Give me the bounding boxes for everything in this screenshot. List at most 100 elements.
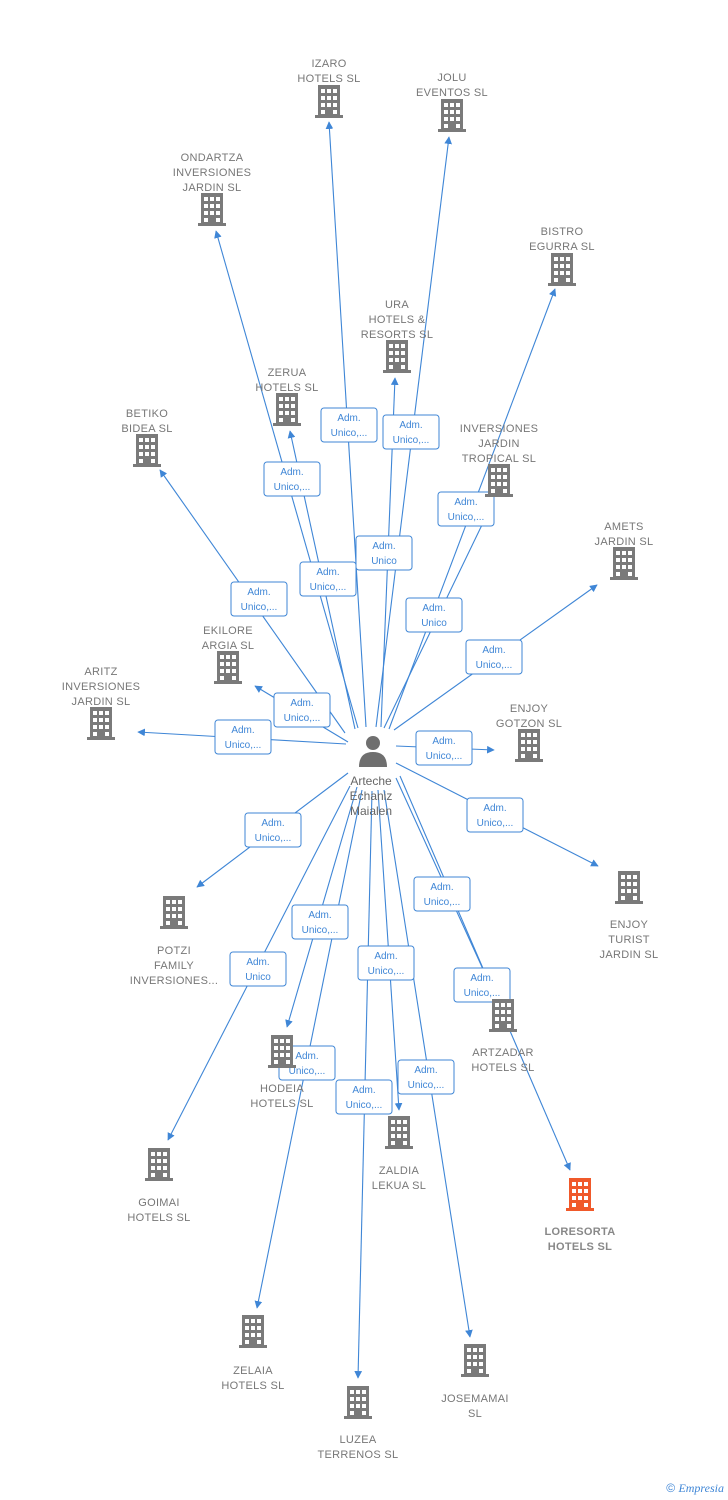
- company-node-goimai[interactable]: GOIMAI HOTELS SL: [127, 1148, 190, 1224]
- role-badge-luzea[interactable]: Adm.Unico,...: [335, 1079, 393, 1115]
- role-badge-aritz[interactable]: Adm.Unico,...: [214, 719, 272, 755]
- building-icon: [268, 1035, 296, 1068]
- role-badge-text: Adm.: [247, 587, 270, 598]
- company-label: BIDEA SL: [121, 423, 172, 435]
- building-icon: [383, 340, 411, 373]
- role-badge-bistro[interactable]: Adm.Unico,...: [437, 491, 495, 527]
- company-node-betiko[interactable]: BETIKO BIDEA SL: [121, 408, 172, 467]
- role-badge-frame: [273, 692, 331, 728]
- role-badge-frame: [214, 719, 272, 755]
- brand-logo[interactable]: Empresia: [678, 1481, 724, 1495]
- role-badge-frame: [335, 1079, 393, 1115]
- company-node-potzi[interactable]: POTZIFAMILYINVERSIONES...: [130, 896, 219, 987]
- company-label: HOTELS SL: [127, 1212, 190, 1224]
- role-badge-amets[interactable]: Adm.Unico,...: [465, 639, 523, 675]
- role-badge-text: Adm.: [308, 910, 331, 921]
- role-badge-frame: [453, 967, 511, 1003]
- role-badge-frame: [465, 639, 523, 675]
- role-badge-text: Unico,...: [424, 897, 461, 908]
- company-label: ARITZ: [84, 666, 117, 678]
- role-badge-enjoy_turist[interactable]: Adm.Unico,...: [466, 797, 524, 833]
- role-badge-text: Unico,...: [331, 428, 368, 439]
- role-badge-hodeia[interactable]: Adm. Unico,...: [291, 904, 349, 940]
- company-label: TERRENOS SL: [318, 1449, 399, 1461]
- role-badge-izaro[interactable]: Adm.Unico,...: [320, 407, 378, 443]
- role-badge-potzi[interactable]: Adm. Unico,...: [244, 812, 302, 848]
- role-badge-text: Unico,...: [255, 833, 292, 844]
- building-icon: [489, 999, 517, 1032]
- building-icon: [133, 434, 161, 467]
- role-badge-enjoy_gotzon[interactable]: Adm.Unico,...: [415, 730, 473, 766]
- company-label: ENJOY: [610, 919, 649, 931]
- role-badge-text: Unico,...: [368, 966, 405, 977]
- company-label: RESORTS SL: [361, 329, 434, 341]
- company-label: HOTELS SL: [221, 1380, 284, 1392]
- role-badge-text: Unico,...: [302, 925, 339, 936]
- company-label: JOSEMAMAI: [441, 1393, 509, 1405]
- building-icon: [198, 193, 226, 226]
- role-badge-text: Adm.: [430, 882, 453, 893]
- role-badge-inversiones_jardin[interactable]: Adm.Unico: [405, 597, 463, 633]
- company-label: EKILORE: [203, 625, 253, 637]
- copyright-mark: ©: [666, 1481, 676, 1495]
- building-icon: [485, 464, 513, 497]
- role-badge-ura[interactable]: Adm.Unico: [355, 535, 413, 571]
- company-label: FAMILY: [154, 960, 194, 972]
- role-badge-text: Adm.: [261, 818, 284, 829]
- company-label: JARDIN SL: [600, 949, 659, 961]
- company-label: GOIMAI: [138, 1197, 180, 1209]
- role-badge-frame: [355, 535, 413, 571]
- role-badge-text: Unico,...: [476, 660, 513, 671]
- role-badge-text: Adm.: [246, 957, 269, 968]
- company-label: GOTZON SL: [496, 718, 562, 730]
- role-badge-artzadar[interactable]: Adm. Unico,...: [413, 876, 471, 912]
- company-label: HOTELS SL: [297, 73, 360, 85]
- role-badge-text: Adm.: [432, 736, 455, 747]
- role-badge-text: Adm.: [483, 803, 506, 814]
- role-badge-betiko[interactable]: Adm.Unico,...: [230, 581, 288, 617]
- role-badge-goimai[interactable]: Adm.Unico: [229, 951, 287, 987]
- role-badge-text: Adm.: [316, 567, 339, 578]
- company-label: BETIKO: [126, 408, 168, 420]
- company-label: HODEIA: [260, 1083, 304, 1095]
- role-badge-jolu[interactable]: Adm.Unico,...: [382, 414, 440, 450]
- company-label: JARDIN SL: [183, 182, 242, 194]
- company-label: ARTZADAR: [472, 1047, 533, 1059]
- role-badge-ekilore[interactable]: Adm.Unico,...: [273, 692, 331, 728]
- person-name: Arteche: [350, 774, 392, 788]
- role-badge-frame: [263, 461, 321, 497]
- role-badge-loresorta[interactable]: Adm.Unico,...: [453, 967, 511, 1003]
- role-badge-text: Unico,...: [310, 582, 347, 593]
- company-node-luzea[interactable]: LUZEA TERRENOS SL: [318, 1386, 399, 1461]
- company-label: LUZEA: [340, 1434, 377, 1446]
- role-badge-text: Unico,...: [393, 435, 430, 446]
- role-badge-zerua[interactable]: Adm. Unico,...: [299, 561, 357, 597]
- building-icon: [438, 99, 466, 132]
- role-badge-josemamai[interactable]: Adm.Unico,...: [397, 1059, 455, 1095]
- role-badge-zaldia[interactable]: Adm.Unico,...: [357, 945, 415, 981]
- building-icon: [145, 1148, 173, 1181]
- role-badge-ondartza[interactable]: Adm.Unico,...: [263, 461, 321, 497]
- role-badge-frame: [229, 951, 287, 987]
- role-badge-text: Unico,...: [448, 512, 485, 523]
